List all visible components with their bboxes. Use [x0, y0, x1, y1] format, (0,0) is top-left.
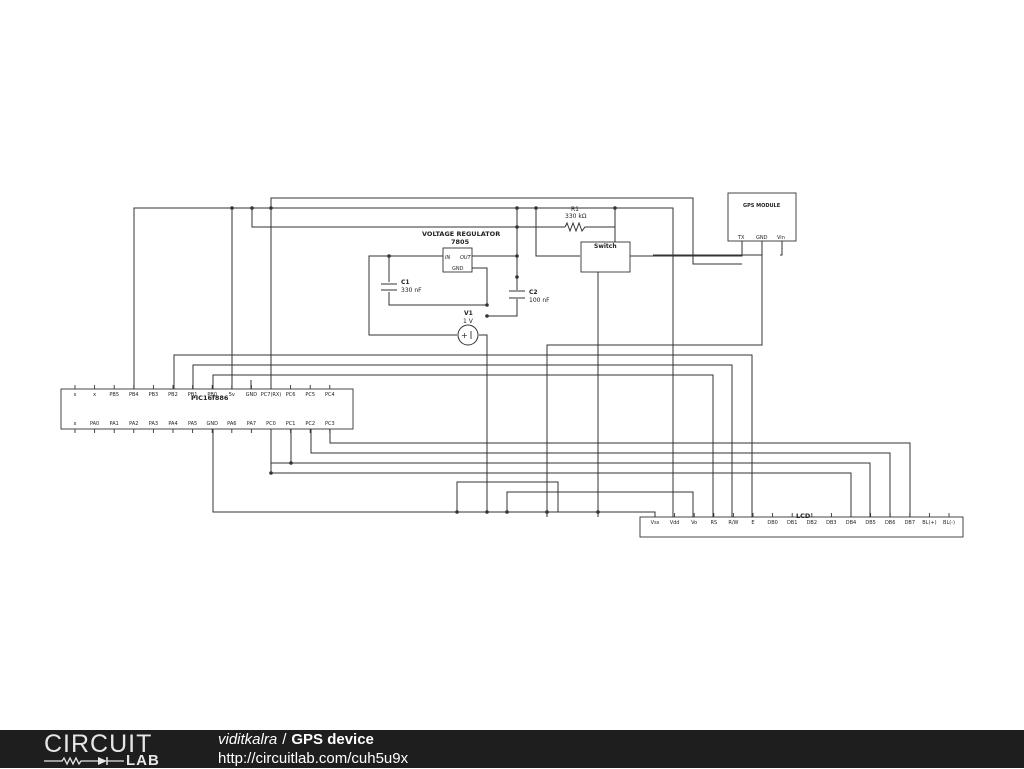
lcd-pin-label: Vdd [670, 520, 680, 526]
lcd-pin-label: DB5 [865, 520, 875, 526]
project-url-link[interactable]: http://circuitlab.com/cuh5u9x [218, 750, 409, 767]
lcd-pin-label: BL(+) [922, 520, 936, 526]
v1-plus-symbol: + [461, 331, 468, 340]
regulator-out-label: OUT [460, 255, 472, 261]
lcd-pin-label: DB4 [846, 520, 856, 526]
mcu-bottom-pin-label: x [74, 421, 77, 427]
capacitor-c1: C1 330 nF [381, 279, 422, 294]
mcu-top-pin-label: PB3 [149, 392, 159, 398]
r1-name: R1 [571, 206, 579, 213]
schematic-wires [133, 197, 911, 517]
lcd-name: LCD [796, 512, 811, 520]
mcu-top-pin-label: PC7(RX) [261, 392, 282, 398]
c1-name: C1 [401, 279, 410, 286]
lcd-pin-label: Vss [651, 520, 660, 526]
c2-name: C2 [529, 289, 538, 296]
lcd-display: LCD Vss Vdd Vo RS R/W E DB0 DB1 DB2 DB3 DB4 DB5 DB6 D… [639, 512, 964, 538]
mcu-bottom-pin-label: PA3 [149, 421, 158, 427]
logo-text-bottom: LAB [126, 752, 160, 769]
lcd-pin-label: DB7 [905, 520, 915, 526]
mcu-top-pin-label: x [93, 392, 96, 398]
v1-value: 1 V [463, 318, 474, 325]
mcu-bottom-pin-label: GND [206, 421, 218, 427]
junction-dots [230, 206, 617, 514]
lcd-pin-label: BL(-) [943, 520, 955, 526]
project-title: GPS device [291, 731, 374, 748]
mcu-bottom-pin-label: PA6 [227, 421, 236, 427]
mcu-bottom-pin-label: PA4 [168, 421, 177, 427]
author-link[interactable]: viditkalra [218, 731, 278, 748]
lcd-pin-label: E [751, 520, 754, 526]
lcd-pin-label: DB1 [787, 520, 797, 526]
mcu-bottom-pin-label: PA0 [90, 421, 99, 427]
gps-module-title: GPS MODULE [743, 203, 781, 209]
mcu-bottom-pin-label: PC1 [286, 421, 296, 427]
switch-label: Switch [594, 243, 617, 250]
mcu-name: PIC16f886 [191, 394, 229, 402]
project-title-line: viditkalra/GPS device [218, 731, 374, 748]
regulator-gnd-label: GND [452, 266, 464, 272]
mcu-top-pin-label: PC4 [325, 392, 335, 398]
circuitlab-logo[interactable]: CIRCUIT LAB [44, 730, 174, 769]
mcu-top-pin-label: PB1 [188, 392, 198, 398]
mcu-bottom-pin-label: PA5 [188, 421, 197, 427]
mcu-top-pin-label: PB0 [207, 392, 217, 398]
r1-value: 330 kΩ [565, 213, 587, 220]
title-separator: / [282, 731, 287, 748]
regulator-in-label: IN [445, 255, 450, 261]
mcu-top-pin-label: PC5 [305, 392, 315, 398]
mcu-bottom-pin-label: PA1 [110, 421, 119, 427]
resistor-diode-logo-icon [44, 756, 124, 766]
lcd-pin-label: DB6 [885, 520, 895, 526]
lcd-pin-label: Vo [691, 520, 697, 526]
mcu-top-pin-label: 5v [229, 392, 235, 398]
mcu-top-pin-label: x [74, 392, 77, 398]
gps-pin-vin: Vin [777, 235, 785, 241]
c1-value: 330 nF [401, 287, 422, 294]
mcu-top-pin-label: PB5 [109, 392, 119, 398]
mcu-bottom-pin-label: PA7 [247, 421, 256, 427]
lcd-pin-label: DB0 [767, 520, 777, 526]
voltage-regulator: VOLTAGE REGULATOR 7805 IN OUT GND [422, 230, 500, 273]
mcu-bottom-pin-label: PC2 [305, 421, 315, 427]
mcu-top-pin-label: PB4 [129, 392, 139, 398]
switch-component: Switch [580, 241, 631, 273]
lcd-pin-label: DB2 [807, 520, 817, 526]
mcu-top-pin-label: GND [246, 392, 258, 398]
regulator-title: VOLTAGE REGULATOR [422, 230, 500, 238]
lcd-pin-label: R/W [728, 520, 738, 526]
mcu-top-pin-label: PB2 [168, 392, 178, 398]
schematic-canvas: GPS MODULE TX GND Vin R1 330 kΩ Switch V… [60, 192, 964, 538]
gps-pin-tx: TX [737, 235, 745, 241]
capacitor-c2: C2 100 nF [509, 289, 550, 304]
regulator-part: 7805 [451, 238, 470, 246]
logo-text-top: CIRCUIT [44, 730, 153, 758]
mcu-bottom-pin-label: PA2 [129, 421, 138, 427]
lcd-pin-label: RS [710, 520, 717, 526]
v1-name: V1 [464, 310, 473, 317]
mcu-top-pin-label: PC6 [286, 392, 296, 398]
mcu-bottom-pin-label: PC0 [266, 421, 276, 427]
gps-pin-gnd: GND [756, 235, 768, 241]
gps-module: GPS MODULE TX GND Vin [727, 192, 797, 242]
mcu-bottom-pin-label: PC3 [325, 421, 335, 427]
voltage-source-v1: + V1 1 V [457, 310, 479, 346]
resistor-r1: R1 330 kΩ [564, 206, 587, 233]
c2-value: 100 nF [529, 297, 550, 304]
footer-bar: CIRCUIT LAB viditkalra/GPS device http:/… [0, 730, 1024, 768]
lcd-pin-label: DB3 [826, 520, 836, 526]
